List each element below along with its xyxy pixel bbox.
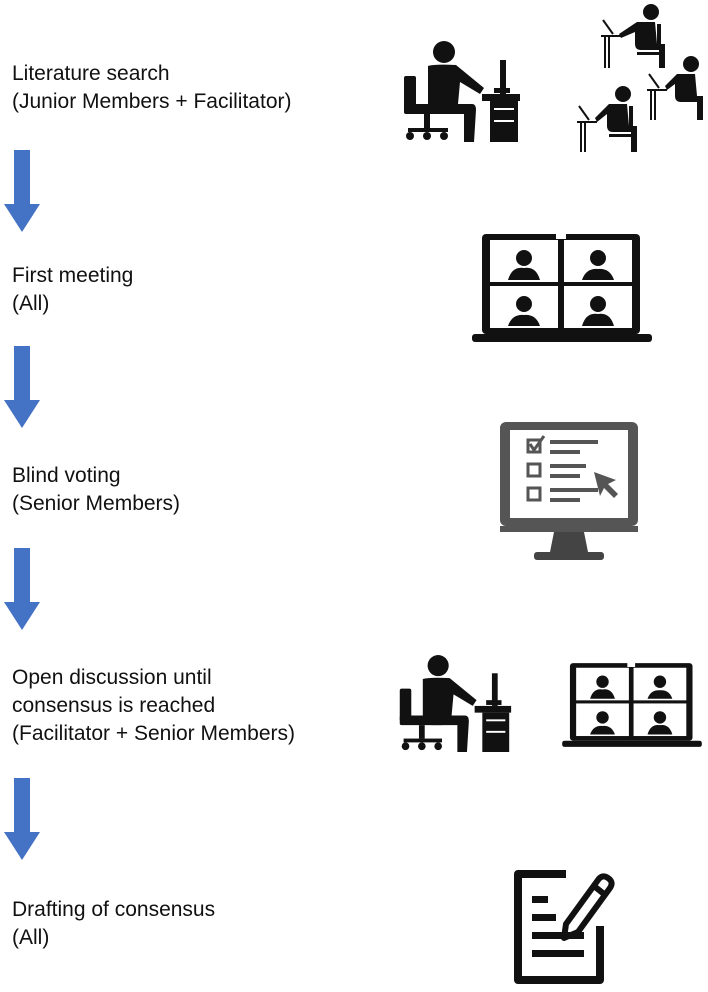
step-participants: (All) xyxy=(12,292,50,315)
flow-arrow-icon xyxy=(4,346,40,428)
step-participants: (Facilitator + Senior Members) xyxy=(12,722,295,745)
document-edit-icon xyxy=(514,870,615,984)
step-drafting: Drafting of consensus (All) xyxy=(12,896,215,952)
flow-arrow-icon xyxy=(4,548,40,630)
step-title: Drafting of consensus xyxy=(12,898,216,921)
step-blind-voting: Blind voting (Senior Members) xyxy=(12,462,180,518)
flow-arrow-icon xyxy=(4,778,40,860)
video-conference-laptop-icon xyxy=(472,233,652,342)
step-title-line-2: consensus is reached xyxy=(12,694,216,717)
flow-arrow-icon xyxy=(4,150,40,232)
person-at-desk-icon xyxy=(399,655,512,752)
step-participants: (Senior Members) xyxy=(12,492,181,515)
group-at-desks-icon xyxy=(577,4,703,152)
video-conference-laptop-icon xyxy=(562,662,702,747)
online-voting-monitor-icon xyxy=(500,422,638,560)
step-literature-search: Literature search (Junior Members + Faci… xyxy=(12,60,292,116)
step-open-discussion: Open discussion until consensus is reach… xyxy=(12,664,295,748)
step-title: Blind voting xyxy=(12,464,121,487)
person-at-desk-icon xyxy=(404,41,520,142)
step-participants: (All) xyxy=(12,926,50,949)
step-participants: (Junior Members + Facilitator) xyxy=(12,90,292,113)
step-title: First meeting xyxy=(12,264,134,287)
step-title: Literature search xyxy=(12,62,170,85)
step-first-meeting: First meeting (All) xyxy=(12,262,133,318)
step-title: Open discussion until xyxy=(12,666,212,689)
